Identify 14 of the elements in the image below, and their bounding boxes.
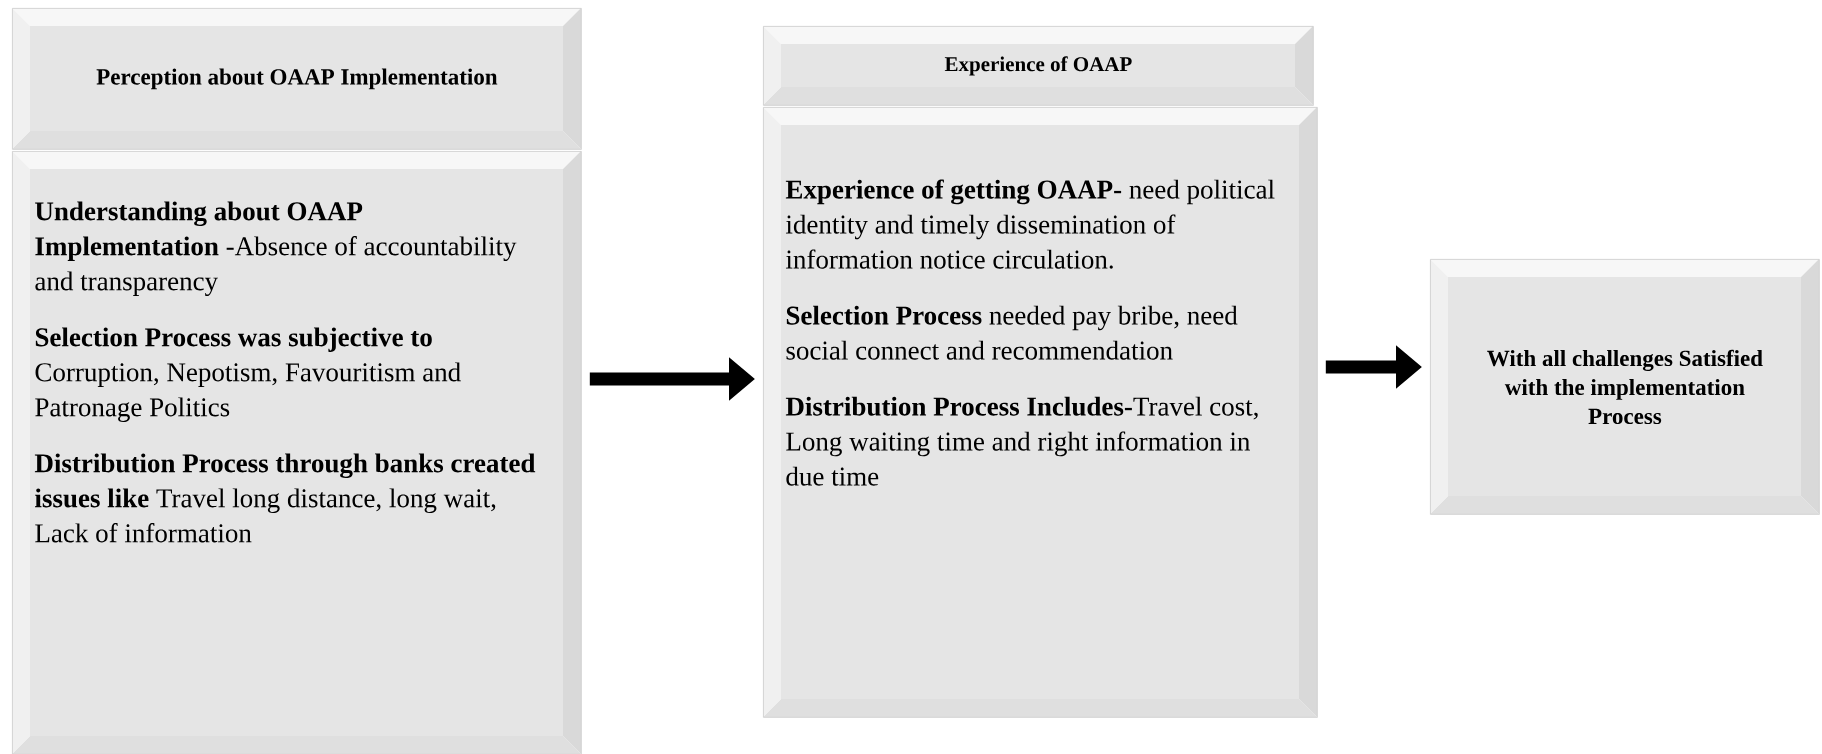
paragraph: Distribution Process through banks created issues like Travel long distance, long wait, Lack of information xyxy=(34,453,536,543)
paragraph: Understanding about OAAP Implementation -Absence of accountability and transparency xyxy=(35,201,517,296)
heading-box xyxy=(12,8,582,150)
paragraph: Perception about OAAP Implementation xyxy=(96,68,498,90)
paragraph: Distribution Process Includes-Travel cost, Long waiting time and right information in due time xyxy=(785,396,1258,486)
paragraph: Experience of OAAP xyxy=(944,56,1132,76)
text-box xyxy=(763,107,1318,718)
result-box xyxy=(1430,259,1820,515)
paragraph: With all challenges Satisfied with the implementation Process xyxy=(1487,349,1763,425)
heading-box xyxy=(763,26,1314,106)
text-box xyxy=(12,151,582,754)
paragraph: Experience of getting OAAP- need political identity and timely dissemination of information notice circulation. xyxy=(785,179,1275,269)
paragraph: Selection Process needed pay bribe, need social connect and recommendation xyxy=(786,305,1238,360)
paragraph: Selection Process was subjective to Corruption, Nepotism, Favouritism and Patronage Politics xyxy=(35,327,461,422)
